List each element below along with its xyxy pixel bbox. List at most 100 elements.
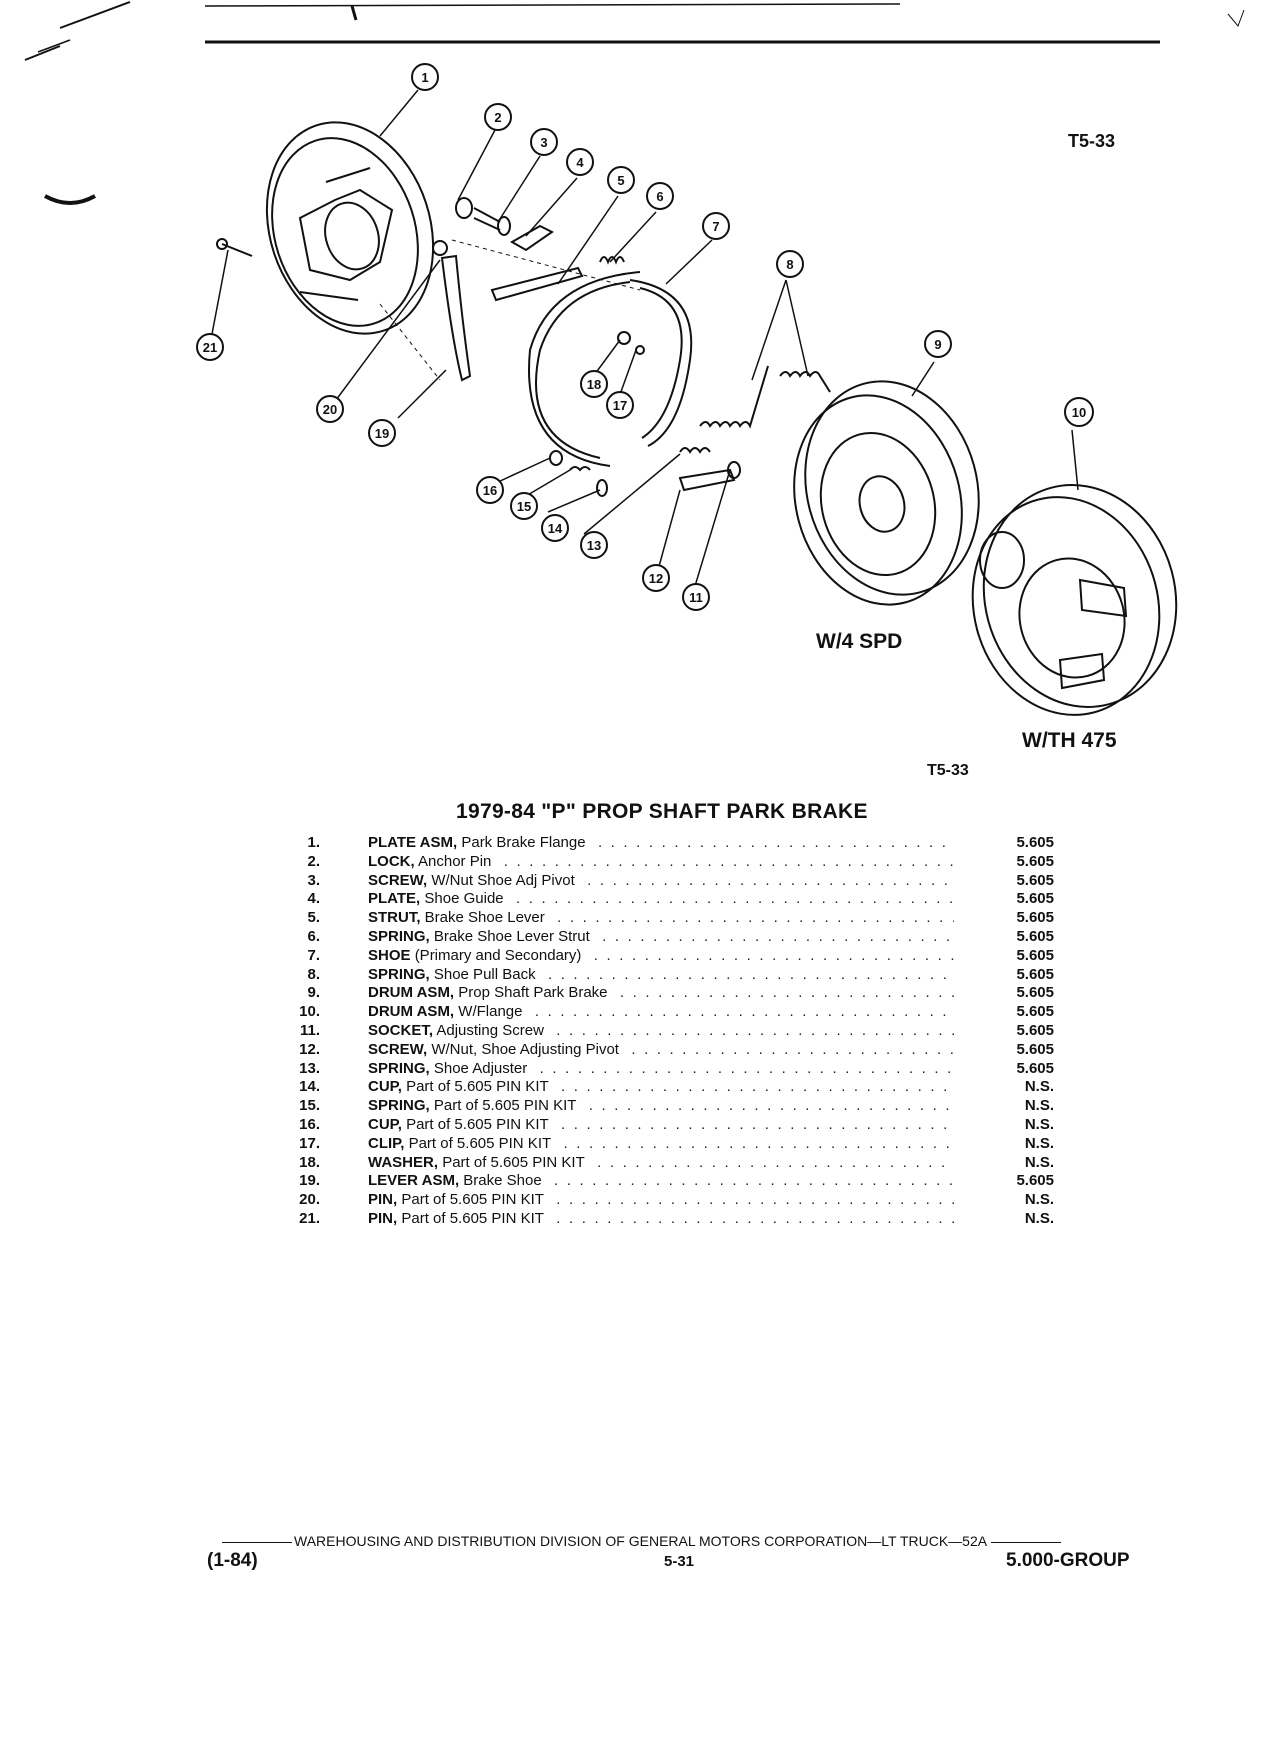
backing-plate-drawing — [265, 121, 435, 335]
part-row: 16.CUP, Part of 5.605 PIN KIT . . . . . … — [286, 1116, 1066, 1135]
callout-label: 4 — [576, 155, 584, 170]
drum-4spd-drawing — [793, 380, 980, 606]
callout-label: 12 — [649, 571, 663, 586]
part-row: 18.WASHER, Part of 5.605 PIN KIT . . . .… — [286, 1154, 1066, 1173]
callout-label: 20 — [323, 402, 337, 417]
part-row: 6.SPRING, Brake Shoe Lever Strut . . . .… — [286, 928, 1066, 947]
part-description: PIN, Part of 5.605 PIN KIT . . . . . . .… — [368, 1210, 954, 1229]
dot-leader: . . . . . . . . . . . . . . . . . . . . … — [563, 1134, 954, 1152]
part-group-number: 5.605 — [1016, 927, 1054, 945]
part-row: 10. DRUM ASM, W/Flange . . . . . . . . . … — [286, 1003, 1066, 1022]
callout-label: 2 — [494, 110, 501, 125]
part-number: 10. — [299, 1003, 320, 1021]
footer-date: (1-84) — [207, 1550, 258, 1571]
part-number: 7. — [307, 946, 320, 964]
strut-drawing — [490, 266, 584, 302]
part-number: 17. — [299, 1134, 320, 1152]
part-description: SHOE (Primary and Secondary) . . . . . .… — [368, 947, 954, 966]
part-number: 19. — [299, 1172, 320, 1190]
part-row: 7. SHOE (Primary and Secondary) . . . . .… — [286, 947, 1066, 966]
part-group-number: N.S. — [1024, 1134, 1054, 1152]
exploded-view-diagram: 1 2 3 4 5 6 7 8 9 10 11 12 13 14 15 16 1… — [24, 1, 1245, 752]
callout-label: 6 — [656, 189, 663, 204]
dot-leader: . . . . . . . . . . . . . . . . . . . . … — [631, 1040, 954, 1058]
dot-leader: . . . . . . . . . . . . . . . . . . . . … — [602, 927, 954, 945]
part-name: SCREW, — [368, 871, 428, 889]
callout-label: 21 — [203, 340, 217, 355]
part-description: SPRING, Shoe Adjuster . . . . . . . . . … — [368, 1060, 954, 1079]
part-row: 11.SOCKET, Adjusting Screw . . . . . . .… — [286, 1022, 1066, 1041]
callout-label: 1 — [421, 70, 428, 85]
part-description: PIN, Part of 5.605 PIN KIT . . . . . . .… — [368, 1191, 954, 1210]
part-description: DRUM ASM, W/Flange . . . . . . . . . . .… — [368, 1003, 954, 1022]
part-number: 11. — [299, 1021, 320, 1039]
callout-18 — [580, 370, 608, 398]
part-group-number: 5.605 — [1016, 834, 1054, 851]
part-number: 8. — [307, 965, 320, 983]
part-group-number: N.S. — [1024, 1097, 1054, 1115]
part-name: CLIP, — [368, 1134, 405, 1152]
footer-division-text: WAREHOUSING AND DISTRIBUTION DIVISION OF… — [294, 1533, 988, 1549]
dot-leader: . . . . . . . . . . . . . . . . . . . . … — [547, 965, 954, 983]
dot-leader: . . . . . . . . . . . . . . . . . . . . … — [587, 871, 954, 889]
callout-13 — [580, 531, 608, 559]
part-description: STRUT, Brake Shoe Lever . . . . . . . . … — [368, 909, 954, 928]
callout-5 — [607, 166, 635, 194]
part-description: SPRING, Part of 5.605 PIN KIT . . . . . … — [368, 1097, 954, 1116]
part-name: DRUM ASM, — [368, 1003, 455, 1021]
callout-label: 5 — [617, 173, 624, 188]
part-description: SPRING, Shoe Pull Back . . . . . . . . .… — [368, 966, 954, 985]
part-detail: Part of 5.605 PIN KIT — [406, 1115, 549, 1133]
dot-leader: . . . . . . . . . . . . . . . . . . . . … — [503, 852, 954, 870]
part-detail: Part of 5.605 PIN KIT — [401, 1191, 544, 1209]
part-name: LEVER ASM, — [368, 1172, 460, 1190]
part-description: LEVER ASM, Brake Shoe . . . . . . . . . … — [368, 1172, 954, 1191]
page-title: 1979-84 "P" PROP SHAFT PARK BRAKE — [456, 800, 868, 823]
part-name: STRUT, — [368, 909, 421, 927]
part-name: SPRING, — [368, 1059, 430, 1077]
part-detail: Brake Shoe Lever Strut — [433, 927, 590, 945]
part-group-number: N.S. — [1024, 1191, 1054, 1209]
part-group-number: N.S. — [1024, 1078, 1054, 1096]
adjuster-drawing — [549, 447, 741, 497]
callout-label: 11 — [689, 590, 703, 605]
part-description: DRUM ASM, Prop Shaft Park Brake . . . . … — [368, 984, 954, 1003]
part-number: 3. — [307, 871, 320, 889]
part-detail: W/Flange — [458, 1003, 523, 1021]
part-number: 9. — [307, 984, 320, 1002]
callout-label: 18 — [587, 377, 601, 392]
part-detail: Shoe Pull Back — [433, 965, 536, 983]
brake-shoes-drawing — [528, 271, 693, 467]
part-group-number: 5.605 — [1016, 984, 1054, 1002]
part-name: SHOE — [368, 946, 411, 964]
part-group-number: 5.605 — [1016, 1021, 1054, 1039]
dot-leader: . . . . . . . . . . . . . . . . . . . . … — [588, 1097, 954, 1115]
callout-7 — [702, 212, 730, 240]
dot-leader: . . . . . . . . . . . . . . . . . . . . … — [593, 946, 954, 964]
dot-leader: . . . . . . . . . . . . . . . . . . . . … — [619, 984, 954, 1002]
callout-label: 7 — [712, 219, 719, 234]
callout-4 — [566, 148, 594, 176]
part-row: 21.PIN, Part of 5.605 PIN KIT . . . . . … — [286, 1210, 1066, 1229]
part-number: 15. — [299, 1097, 320, 1115]
part-detail: Shoe Guide — [424, 890, 504, 908]
part-row: 14.CUP, Part of 5.605 PIN KIT . . . . . … — [286, 1078, 1066, 1097]
part-number: 5. — [307, 909, 320, 927]
pullback-spring-drawing — [699, 365, 769, 429]
part-number: 16. — [299, 1115, 320, 1133]
dot-leader: . . . . . . . . . . . . . . . . . . . . … — [534, 1003, 954, 1021]
callout-label: 17 — [613, 398, 627, 413]
part-name: DRUM ASM, — [368, 984, 455, 1002]
part-detail: Prop Shaft Park Brake — [458, 984, 608, 1002]
dot-leader: . . . . . . . . . . . . . . . . . . . . … — [561, 1078, 954, 1096]
part-row: 9. DRUM ASM, Prop Shaft Park Brake . . . … — [286, 984, 1066, 1003]
part-number: 13. — [299, 1059, 320, 1077]
part-name: PLATE ASM, — [368, 834, 458, 851]
part-description: SCREW, W/Nut, Shoe Adjusting Pivot . . .… — [368, 1041, 954, 1060]
part-detail: Brake Shoe Lever — [424, 909, 545, 927]
part-group-number: 5.605 — [1016, 890, 1054, 908]
part-description: PLATE ASM, Park Brake Flange . . . . . .… — [368, 834, 954, 853]
part-row: 20.PIN, Part of 5.605 PIN KIT . . . . . … — [286, 1191, 1066, 1210]
pullback-spring-drawing — [779, 371, 831, 393]
callout-label: 13 — [587, 538, 601, 553]
